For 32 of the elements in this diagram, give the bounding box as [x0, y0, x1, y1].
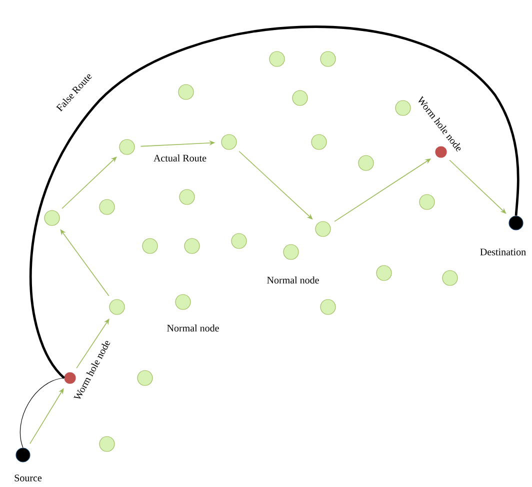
node-circle: [44, 210, 60, 226]
node-circle: [99, 199, 115, 215]
node-circle: [442, 270, 458, 286]
node-circle: [376, 265, 392, 281]
node-type-label: Normal node: [267, 276, 319, 284]
node-circle: [119, 139, 135, 155]
node-label: Destination: [480, 248, 526, 256]
node-label: Source: [14, 474, 42, 482]
node-circle: [231, 233, 247, 249]
node-circle: [269, 51, 285, 67]
edge-label: Actual Route: [154, 154, 206, 162]
node-circle: [99, 436, 115, 452]
arrow: [76, 318, 110, 369]
node-circle: [320, 299, 336, 315]
node-circle: [320, 51, 336, 67]
node-circle: [292, 90, 308, 106]
node-circle: [419, 194, 435, 210]
node-circle: [109, 299, 125, 315]
arrow: [62, 156, 117, 209]
node-circle: [179, 189, 195, 205]
node-circle: [315, 221, 331, 237]
node-circle: [221, 134, 237, 150]
node-circle: [283, 244, 299, 260]
node-circle: [142, 238, 158, 254]
node-circle: [311, 134, 327, 150]
node-circle: [178, 84, 194, 100]
node-type-label: Normal node: [167, 324, 219, 332]
node-circle: [175, 294, 191, 310]
node-circle: [184, 238, 200, 254]
node-circle: [395, 100, 411, 116]
node-circle: [358, 155, 374, 171]
node-circle: [137, 370, 153, 386]
